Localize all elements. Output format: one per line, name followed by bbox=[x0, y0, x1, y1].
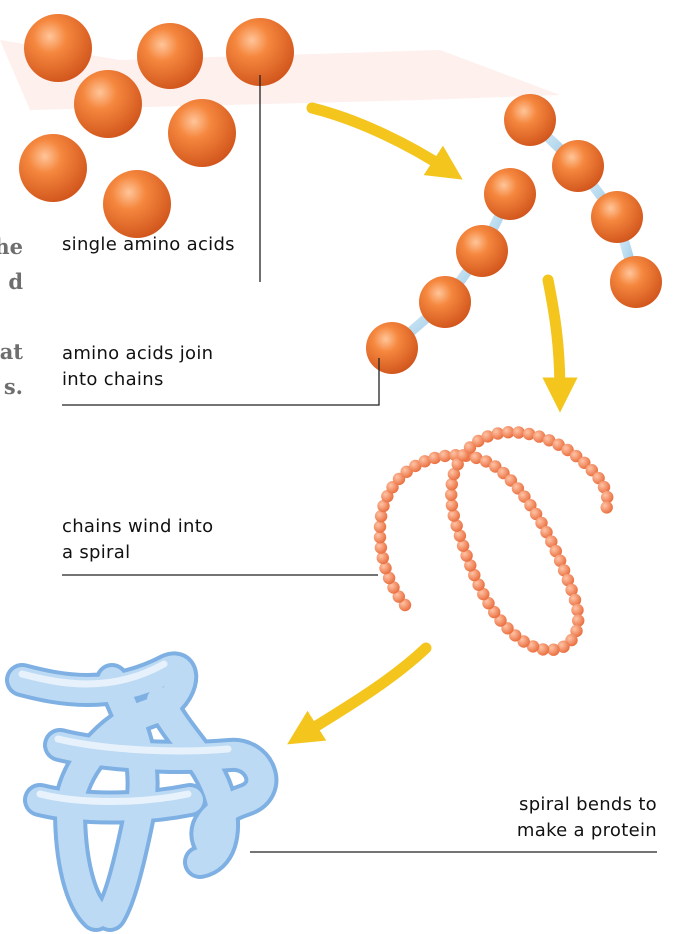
single-amino-acids-group bbox=[19, 14, 294, 238]
label-single-amino-acids: single amino acids bbox=[62, 232, 235, 258]
amino-acid-ball bbox=[456, 225, 508, 277]
label-line: into chains bbox=[62, 367, 213, 393]
amino-acid-ball bbox=[366, 322, 418, 374]
label-line: single amino acids bbox=[62, 232, 235, 258]
amino-acid-ball bbox=[610, 256, 662, 308]
amino-acid-ball bbox=[74, 70, 142, 138]
label-line: chains wind into bbox=[62, 514, 213, 540]
amino-acid-ball bbox=[103, 170, 171, 238]
spiral-bead bbox=[374, 521, 386, 533]
label-amino-acids-join: amino acids join into chains bbox=[62, 341, 213, 393]
label-line: a spiral bbox=[62, 540, 213, 566]
protein-tube bbox=[22, 664, 261, 915]
spiral-bead bbox=[377, 552, 389, 564]
cropped-text-line bbox=[0, 299, 23, 334]
label-chains-wind: chains wind into a spiral bbox=[62, 514, 213, 566]
cropped-text-line: s. bbox=[0, 369, 23, 404]
label-spiral-bends: spiral bends to make a protein bbox=[440, 792, 657, 844]
amino-acid-ball bbox=[168, 99, 236, 167]
cropped-text-line: at bbox=[0, 334, 23, 369]
flow-arrow-2 bbox=[548, 280, 560, 395]
label-line: spiral bends to bbox=[440, 792, 657, 818]
flow-arrow-1 bbox=[312, 108, 448, 170]
flow-arrow-3 bbox=[302, 648, 426, 735]
cropped-text-line: he bbox=[0, 229, 23, 264]
amino-acid-ball bbox=[137, 23, 203, 89]
label-line: make a protein bbox=[440, 818, 657, 844]
label-line: amino acids join bbox=[62, 341, 213, 367]
amino-acid-ball bbox=[504, 94, 556, 146]
amino-acid-chain bbox=[366, 94, 662, 374]
amino-acid-ball bbox=[19, 134, 87, 202]
spiral-bead bbox=[601, 501, 613, 513]
amino-acid-ball bbox=[484, 168, 536, 220]
cropped-body-text: he d at s. bbox=[0, 229, 23, 404]
amino-acid-ball bbox=[552, 140, 604, 192]
spiral-bead-chain bbox=[374, 426, 614, 656]
spiral-bead bbox=[448, 509, 460, 521]
spiral-bead bbox=[446, 478, 458, 490]
amino-acid-ball bbox=[591, 191, 643, 243]
amino-acid-ball bbox=[419, 276, 471, 328]
amino-acid-ball bbox=[24, 14, 92, 82]
spiral-bead bbox=[429, 452, 441, 464]
spiral-bead bbox=[513, 426, 525, 438]
cropped-text-line: d bbox=[0, 264, 23, 299]
